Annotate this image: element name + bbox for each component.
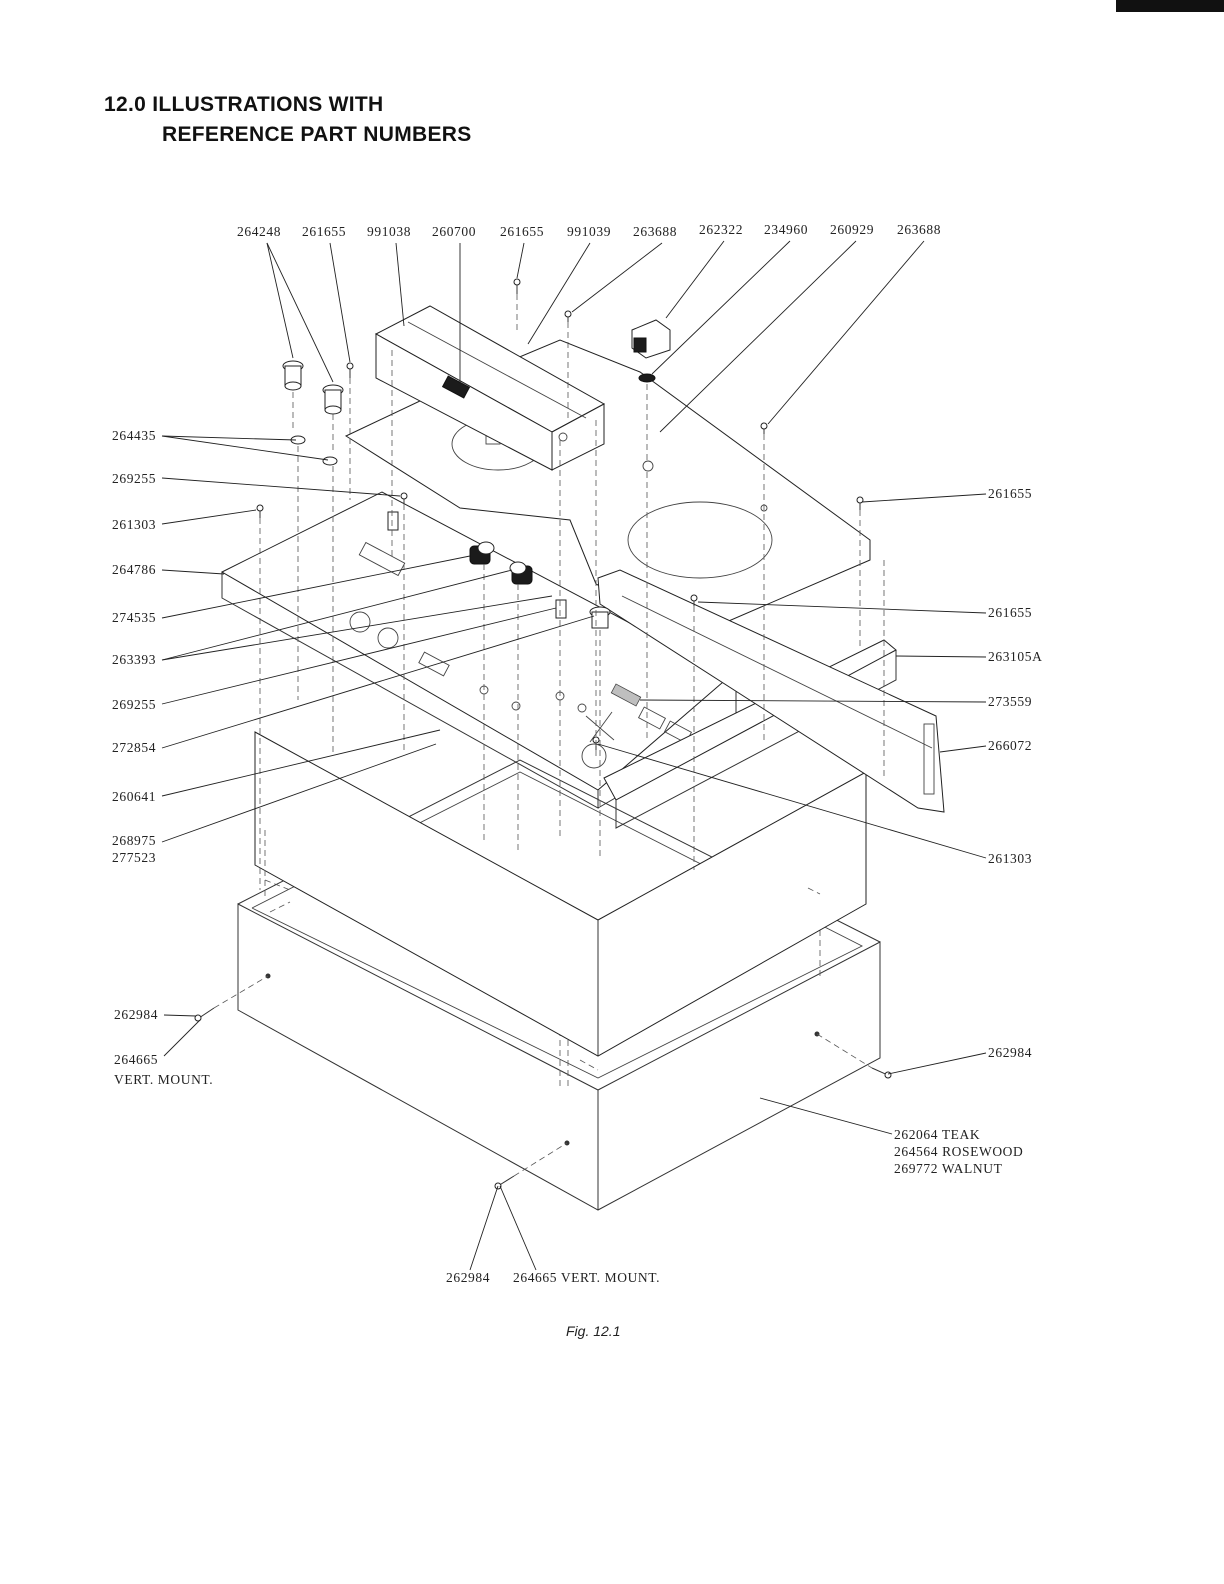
callout-264435: 264435 <box>112 428 156 443</box>
screw-icon <box>760 422 768 434</box>
callout-261655-right: 261655 <box>988 486 1032 501</box>
callout-262984-left: 262984 <box>114 1007 158 1022</box>
callout-264248: 264248 <box>237 224 281 239</box>
mounting-screw-icon <box>194 1007 215 1022</box>
callout-269255: 269255 <box>112 471 156 486</box>
callout-272854: 272854 <box>112 740 156 755</box>
screw-icon <box>256 504 264 518</box>
callouts-left: 264435 269255 261303 264786 274535 26339… <box>112 428 156 865</box>
section-title-line1: 12.0 ILLUSTRATIONS WITH <box>104 93 384 116</box>
callout-266072: 266072 <box>988 738 1032 753</box>
screw-icon <box>346 362 354 378</box>
callout-991039: 991039 <box>567 224 611 239</box>
callout-263688: 263688 <box>633 224 677 239</box>
callout-274535: 274535 <box>112 610 156 625</box>
side-rail-and-bracket <box>597 569 945 829</box>
callout-262064-teak: 262064 TEAK <box>894 1127 980 1142</box>
callout-261655-top-2: 261655 <box>500 224 544 239</box>
push-button-icon <box>631 319 671 359</box>
lever-knob-icon <box>469 541 495 565</box>
callout-264665-vert-mount-bottom: 264665 VERT. MOUNT. <box>513 1270 660 1285</box>
callout-261655-top: 261655 <box>302 224 346 239</box>
head-cover-badge <box>441 375 471 399</box>
screw-icon <box>400 492 408 504</box>
head-cover <box>374 305 606 471</box>
callout-273559: 273559 <box>988 694 1032 709</box>
callout-264786: 264786 <box>112 562 156 577</box>
callout-263393: 263393 <box>112 652 156 667</box>
section-title: 12.0 ILLUSTRATIONS WITH REFERENCE PART N… <box>104 90 472 150</box>
callout-vert-mount-left: VERT. MOUNT. <box>114 1072 213 1087</box>
round-knob-icon <box>589 606 611 629</box>
knob-icon <box>282 360 304 391</box>
callout-234960: 234960 <box>764 222 808 237</box>
callout-263688-2: 263688 <box>897 222 941 237</box>
deck-body-box <box>254 731 867 1090</box>
callout-260641: 260641 <box>112 789 156 804</box>
callout-264564-rosewood: 264564 ROSEWOOD <box>894 1144 1023 1159</box>
scan-edge-mark <box>1116 0 1224 12</box>
clip-icon <box>387 511 399 531</box>
callout-269772-walnut: 269772 WALNUT <box>894 1161 1003 1176</box>
callout-260929: 260929 <box>830 222 874 237</box>
callouts-top: 264248 261655 991038 260700 261655 99103… <box>237 222 941 239</box>
callout-277523: 277523 <box>112 850 156 865</box>
leader-lines <box>161 240 987 1271</box>
callout-262984-right: 262984 <box>988 1045 1032 1060</box>
callout-261303-right: 261303 <box>988 851 1032 866</box>
washer-icon <box>638 373 656 383</box>
knob-icon <box>322 384 344 415</box>
screw-icon <box>564 310 572 322</box>
section-title-line2: REFERENCE PART NUMBERS <box>162 123 472 146</box>
callout-269255-2: 269255 <box>112 697 156 712</box>
clip-icon <box>555 599 567 619</box>
figure-caption: Fig. 12.1 <box>566 1323 620 1339</box>
callouts-bottom: 262984 264665 VERT. MOUNT. 262984 262064… <box>114 1007 1032 1285</box>
callout-268975: 268975 <box>112 833 156 848</box>
callout-261303: 261303 <box>112 517 156 532</box>
callout-991038: 991038 <box>367 224 411 239</box>
callout-260700: 260700 <box>432 224 476 239</box>
callout-262322: 262322 <box>699 222 743 237</box>
washer-icon <box>322 456 338 466</box>
screw-icon <box>856 496 864 510</box>
lever-knob-icon <box>509 561 533 585</box>
callout-262984-bottom: 262984 <box>446 1270 490 1285</box>
small-parts <box>194 278 892 1190</box>
callout-261655-right-2: 261655 <box>988 605 1032 620</box>
screw-icon <box>690 594 698 606</box>
callout-264665-left: 264665 <box>114 1052 158 1067</box>
callout-263105A: 263105A <box>988 649 1042 664</box>
callouts-right: 261655 261655 263105A 273559 266072 2613… <box>988 486 1042 866</box>
mounting-screw-icon <box>871 1067 892 1079</box>
screw-icon <box>513 278 521 294</box>
